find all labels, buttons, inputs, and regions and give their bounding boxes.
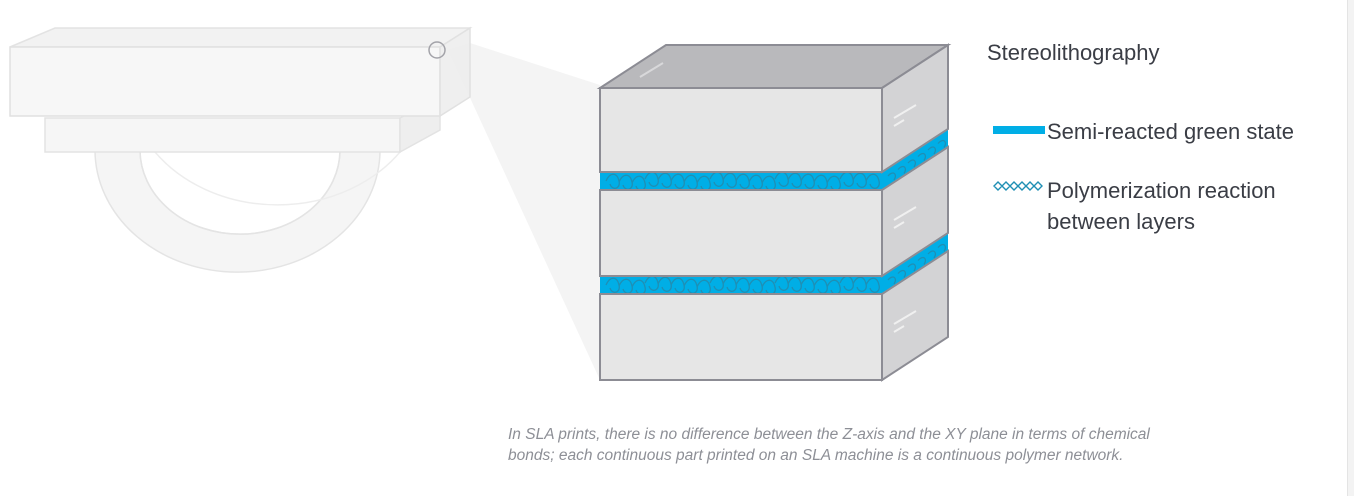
- legend-item-polymerization: Polymerization reaction between layers: [993, 175, 1276, 237]
- layer-stack: [596, 43, 952, 382]
- layer-side-face: [881, 249, 949, 382]
- ghost-upper-block-top: [9, 27, 473, 48]
- resin-band: [600, 233, 948, 294]
- scrollbar[interactable]: [1347, 0, 1354, 496]
- highlight-mark: [893, 119, 905, 127]
- legend-item-green-state: Semi-reacted green state: [993, 116, 1294, 147]
- highlight-mark: [893, 325, 905, 333]
- layer-side-face: [881, 43, 949, 174]
- polymer-network: [605, 275, 880, 295]
- highlight-mark: [639, 62, 664, 78]
- printed-part-ghost: [9, 26, 473, 273]
- magnifier-circle: [428, 41, 446, 59]
- legend-title: Stereolithography: [987, 40, 1160, 65]
- zigzag-line-icon: [993, 175, 1047, 201]
- ghost-upper-block-front: [9, 46, 441, 117]
- ghost-lower-block: [44, 117, 401, 153]
- solid-line-icon: [993, 116, 1047, 142]
- legend-label-polymerization: Polymerization reaction between layers: [1047, 175, 1276, 237]
- polymer-network-side: [887, 139, 947, 181]
- resin-band: [600, 129, 948, 190]
- legend-label-line1: Polymerization reaction: [1047, 178, 1276, 203]
- layer-side-face: [881, 145, 949, 278]
- highlight-mark: [893, 310, 917, 325]
- zoom-wedge: [448, 43, 600, 380]
- polymer-network-side: [887, 243, 947, 285]
- legend-label-line2: between layers: [1047, 209, 1195, 234]
- highlight-mark: [893, 104, 917, 119]
- layer-front-face: [599, 293, 883, 381]
- highlight-mark: [893, 206, 917, 221]
- layer-front-face: [599, 87, 883, 173]
- layer-front-face: [599, 189, 883, 277]
- ghost-upper-block-side: [439, 26, 471, 118]
- legend-label-green-state: Semi-reacted green state: [1047, 119, 1295, 144]
- highlight-mark: [893, 221, 905, 229]
- polymer-network: [605, 171, 880, 191]
- caption: In SLA prints, there is no difference be…: [508, 426, 1150, 464]
